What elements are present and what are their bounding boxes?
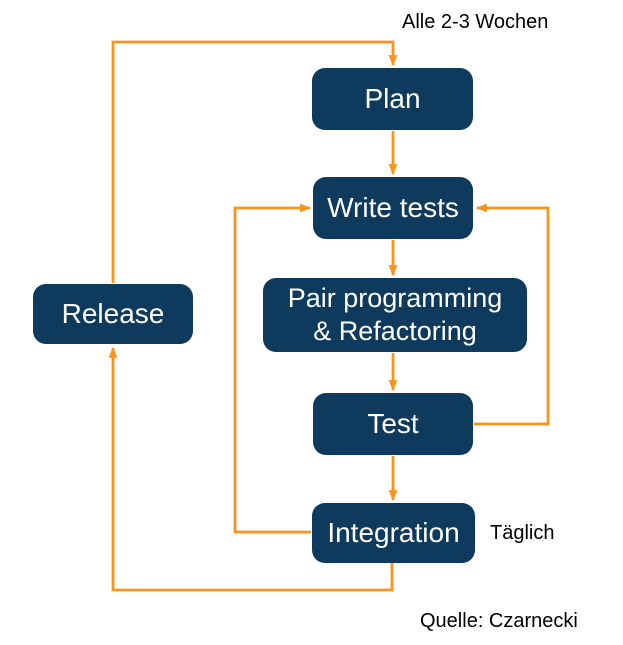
edge-test-to-write-tests <box>474 203 550 426</box>
node-release-label: Release <box>61 297 165 329</box>
daily-label: Täglich <box>490 522 555 544</box>
node-integration: Integration <box>312 503 475 563</box>
node-pair-programming: Pair programming & Refactoring <box>263 278 527 352</box>
edge-integration-to-release <box>108 346 394 592</box>
node-pair-programming-label-line1: Pair programming <box>287 283 503 314</box>
node-test: Test <box>313 393 473 455</box>
node-write-tests: Write tests <box>313 177 473 239</box>
source-credit-label: Quelle: Czarnecki <box>420 610 578 632</box>
edge-release-to-plan <box>111 40 398 283</box>
edge-integration-to-write-tests <box>233 203 312 534</box>
node-integration-label: Integration <box>327 516 460 548</box>
node-plan: Plan <box>312 68 473 130</box>
node-release: Release <box>33 284 193 344</box>
cycle-duration-label: Alle 2-3 Wochen <box>402 11 549 33</box>
node-write-tests-label: Write tests <box>327 191 459 223</box>
node-plan-label: Plan <box>364 82 421 114</box>
node-test-label: Test <box>367 407 419 439</box>
node-pair-programming-label-line2: & Refactoring <box>313 316 477 346</box>
